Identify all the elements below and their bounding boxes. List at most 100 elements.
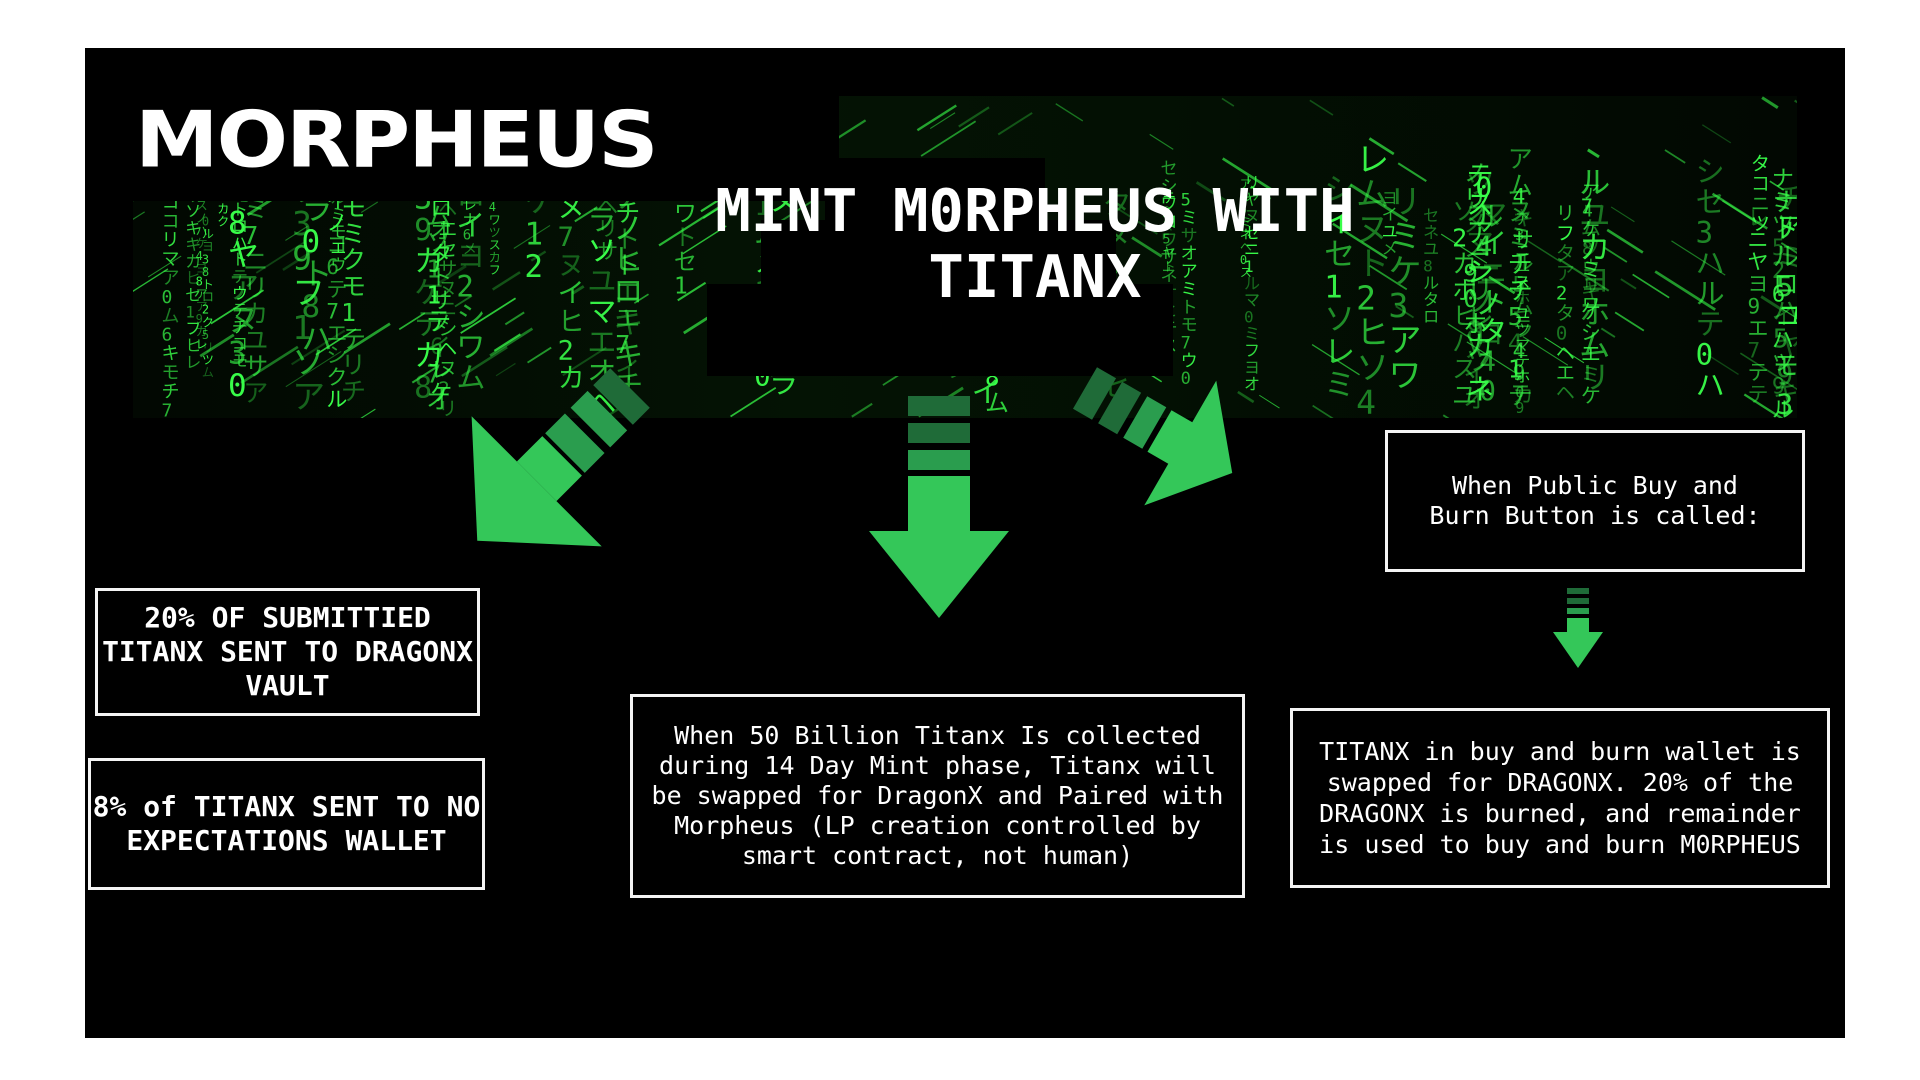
svg-text:ホ: ホ: [1515, 289, 1530, 307]
svg-text:イ: イ: [1479, 227, 1507, 260]
svg-text:ル: ル: [1244, 274, 1260, 293]
svg-text:ア: ア: [1389, 321, 1422, 360]
svg-text:ネ: ネ: [1160, 266, 1177, 286]
svg-text:ム: ム: [161, 306, 179, 327]
svg-text:ソ: ソ: [1452, 197, 1477, 226]
svg-text:9: 9: [414, 213, 432, 248]
svg-text:カ: カ: [1466, 332, 1493, 363]
svg-text:8: 8: [1423, 256, 1433, 275]
svg-text:5: 5: [1773, 324, 1789, 354]
svg-text:ユ: ユ: [1382, 222, 1398, 241]
svg-text:テ: テ: [1163, 192, 1176, 207]
svg-text:サ: サ: [430, 289, 452, 314]
svg-text:ト: ト: [1773, 215, 1797, 245]
svg-text:ヤ: ヤ: [228, 238, 259, 274]
svg-text:ロ: ロ: [1475, 318, 1503, 351]
svg-text:レ: レ: [463, 198, 477, 214]
lp-creation-text: When 50 Billion Titanx Is collected duri…: [651, 721, 1224, 870]
svg-text:ト: ト: [1479, 286, 1507, 319]
svg-text:ア: ア: [1582, 182, 1600, 203]
svg-text:0: 0: [202, 215, 209, 229]
svg-text:4: 4: [1356, 383, 1376, 418]
svg-text:ル: ル: [1773, 242, 1797, 272]
svg-text:チ: チ: [1508, 250, 1533, 279]
svg-text:1: 1: [524, 216, 543, 252]
svg-text:7: 7: [1581, 195, 1593, 219]
svg-text:タ: タ: [1556, 302, 1575, 324]
svg-text:ト: ト: [232, 250, 248, 269]
svg-text:ユ: ユ: [1515, 305, 1530, 323]
svg-text:6: 6: [161, 325, 172, 346]
svg-text:2: 2: [558, 335, 574, 366]
svg-text:ト: ト: [430, 266, 452, 291]
svg-text:ト: ト: [1163, 260, 1176, 275]
svg-text:メ: メ: [463, 242, 477, 258]
svg-text:レ: レ: [1747, 206, 1768, 230]
svg-text:ハ: ハ: [1696, 368, 1725, 402]
svg-text:ミ: ミ: [1240, 215, 1252, 229]
svg-text:エ: エ: [1581, 342, 1601, 366]
svg-text:4: 4: [1475, 229, 1492, 262]
svg-text:ヘ: ヘ: [438, 198, 457, 220]
svg-text:フ: フ: [185, 319, 201, 338]
svg-text:レ: レ: [1356, 140, 1389, 179]
svg-text:オ: オ: [426, 386, 451, 415]
svg-text:ワ: ワ: [1582, 295, 1600, 316]
svg-text:ス: ス: [1240, 265, 1252, 279]
svg-text:0: 0: [1163, 205, 1171, 220]
svg-text:エ: エ: [1556, 362, 1575, 384]
svg-text:1: 1: [674, 274, 688, 300]
svg-text:ヌ: ヌ: [438, 358, 457, 380]
svg-text:ミ: ミ: [1508, 223, 1533, 252]
svg-text:テ: テ: [232, 301, 248, 320]
svg-text:7: 7: [558, 222, 574, 253]
svg-text:6: 6: [430, 335, 443, 360]
svg-text:7: 7: [1747, 338, 1760, 362]
svg-text:ソ: ソ: [1581, 237, 1601, 261]
svg-text:セ: セ: [1160, 159, 1177, 179]
svg-text:チ: チ: [341, 377, 366, 406]
svg-text:ミ: ミ: [1581, 258, 1601, 282]
svg-text:リ: リ: [1466, 275, 1493, 306]
svg-text:7: 7: [326, 299, 339, 323]
svg-text:ム: ム: [985, 389, 1009, 417]
svg-text:チ: チ: [1508, 276, 1533, 305]
svg-text:タ: タ: [430, 243, 452, 268]
svg-text:9: 9: [1747, 294, 1760, 318]
svg-text:6: 6: [1772, 282, 1785, 307]
svg-text:ト: ト: [301, 257, 332, 293]
svg-text:0: 0: [1515, 383, 1524, 401]
svg-text:5: 5: [1181, 191, 1191, 211]
arrow-down-right-icon: [1073, 367, 1233, 506]
title-plate-middle: [761, 220, 1116, 288]
svg-text:ル: ル: [1772, 398, 1794, 418]
svg-text:コ: コ: [1751, 173, 1770, 195]
svg-text:1: 1: [426, 281, 441, 310]
svg-text:テ: テ: [1747, 360, 1768, 384]
svg-text:3: 3: [1515, 226, 1524, 244]
svg-text:フ: フ: [1556, 223, 1575, 245]
svg-text:ウ: ウ: [1181, 351, 1198, 371]
svg-text:テ: テ: [1508, 381, 1533, 410]
svg-text:コ: コ: [1160, 212, 1177, 232]
svg-text:ユ: ユ: [587, 264, 616, 298]
svg-text:ミ: ミ: [1324, 367, 1355, 403]
svg-text:テ: テ: [1515, 352, 1530, 370]
svg-text:タ: タ: [1479, 315, 1507, 348]
svg-text:ワ: ワ: [1389, 355, 1422, 394]
svg-text:シ: シ: [1160, 177, 1177, 197]
svg-text:ム: ム: [456, 361, 485, 395]
svg-text:ヌ: ヌ: [1356, 209, 1389, 248]
svg-text:チ: チ: [615, 199, 640, 228]
svg-text:ケ: ケ: [196, 236, 208, 250]
svg-text:マ: マ: [1163, 219, 1176, 234]
svg-text:ノ: ノ: [1463, 234, 1487, 262]
svg-text:イ: イ: [426, 333, 451, 362]
svg-text:セ: セ: [1423, 206, 1439, 225]
svg-text:イ: イ: [1772, 305, 1794, 330]
svg-text:2: 2: [202, 303, 209, 317]
svg-text:ニ: ニ: [438, 298, 457, 320]
svg-text:マ: マ: [1244, 291, 1260, 310]
svg-text:ツ: ツ: [1772, 213, 1794, 238]
svg-text:サ: サ: [243, 352, 268, 381]
